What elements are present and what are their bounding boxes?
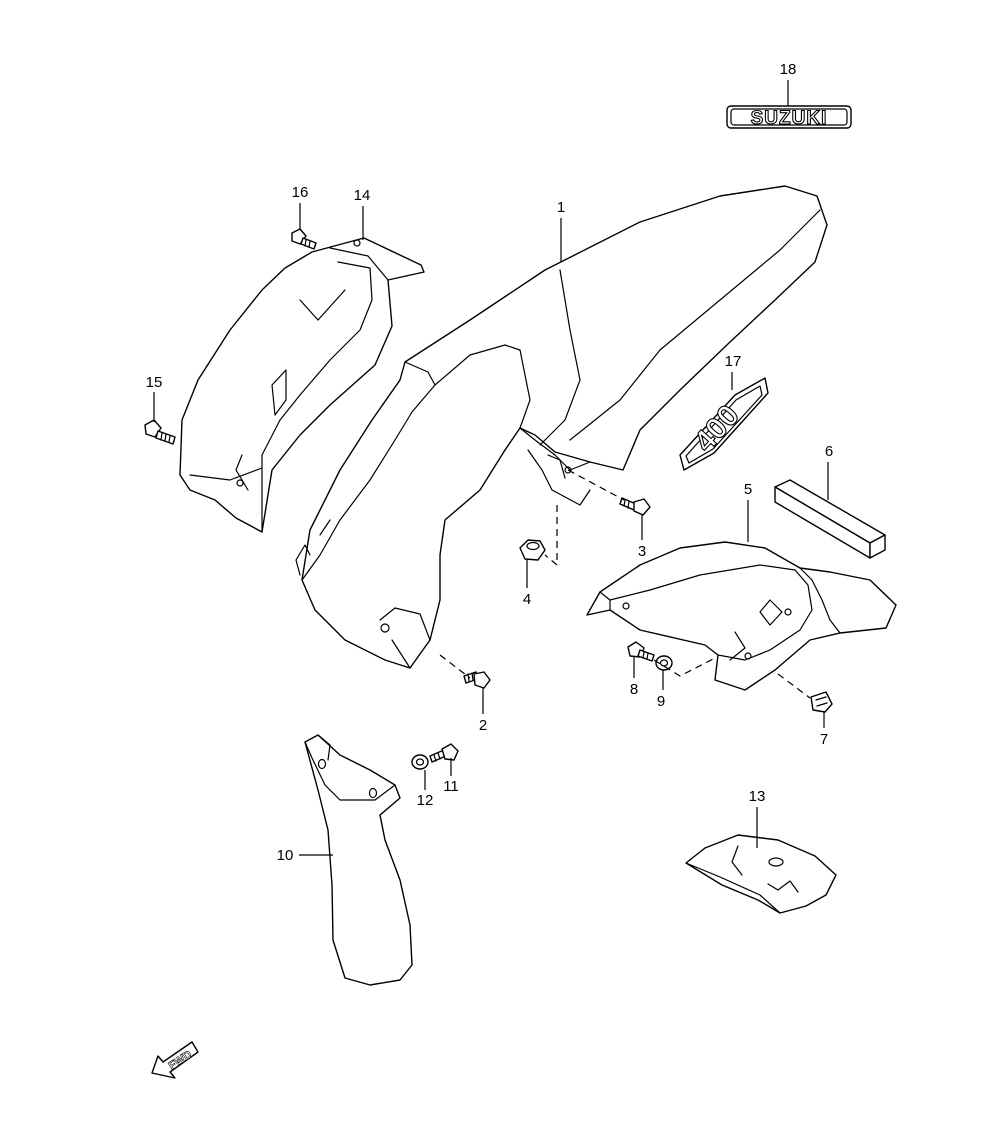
part-8-bolt	[627, 641, 655, 662]
callout-12: 12	[417, 792, 434, 809]
part-7-clip-nut	[810, 691, 833, 713]
callout-17: 17	[725, 353, 742, 370]
callout-7: 7	[820, 731, 828, 748]
callout-9: 9	[657, 693, 665, 710]
part-16-bolt	[291, 228, 317, 250]
callout-4: 4	[523, 591, 531, 608]
callout-14: 14	[354, 187, 371, 204]
part-15-bolt	[144, 419, 176, 445]
callout-labels: 1 2 3 4 5 6 7 8 9 10 11 12 13 14 15 16 1…	[146, 61, 834, 864]
assembly-lines	[439, 469, 811, 699]
part-13-cover-pad	[685, 834, 837, 914]
callout-5: 5	[744, 481, 752, 498]
part-4-nut	[519, 539, 546, 561]
part-9-washer	[655, 655, 673, 671]
callout-3: 3	[638, 543, 646, 560]
emblem-text: SUZUKI	[751, 108, 828, 129]
part-10-mud-flap	[304, 734, 413, 986]
part-12-washer	[411, 754, 429, 770]
part-17-side-tag: 400	[679, 377, 769, 471]
part-11-bolt	[429, 743, 459, 763]
callout-15: 15	[146, 374, 163, 391]
part-14-inner-cover	[179, 237, 425, 533]
callout-10: 10	[277, 847, 294, 864]
callout-1: 1	[557, 199, 565, 216]
part-18-suzuki-emblem: SUZUKI	[726, 105, 852, 130]
callout-18: 18	[780, 61, 797, 78]
callout-2: 2	[479, 717, 487, 734]
callout-13: 13	[749, 788, 766, 805]
part-6-foam-pad	[774, 479, 886, 559]
leader-lines	[153, 80, 829, 856]
callout-11: 11	[443, 778, 459, 795]
part-5-rear-flap	[586, 541, 897, 691]
part-1-rear-fender	[295, 185, 828, 669]
callout-8: 8	[630, 681, 638, 698]
part-2-bolt	[463, 671, 491, 689]
callout-16: 16	[292, 184, 309, 201]
fwd-arrow-icon: FWD	[151, 1041, 199, 1079]
part-3-bolt	[619, 497, 651, 516]
callout-6: 6	[825, 443, 833, 460]
